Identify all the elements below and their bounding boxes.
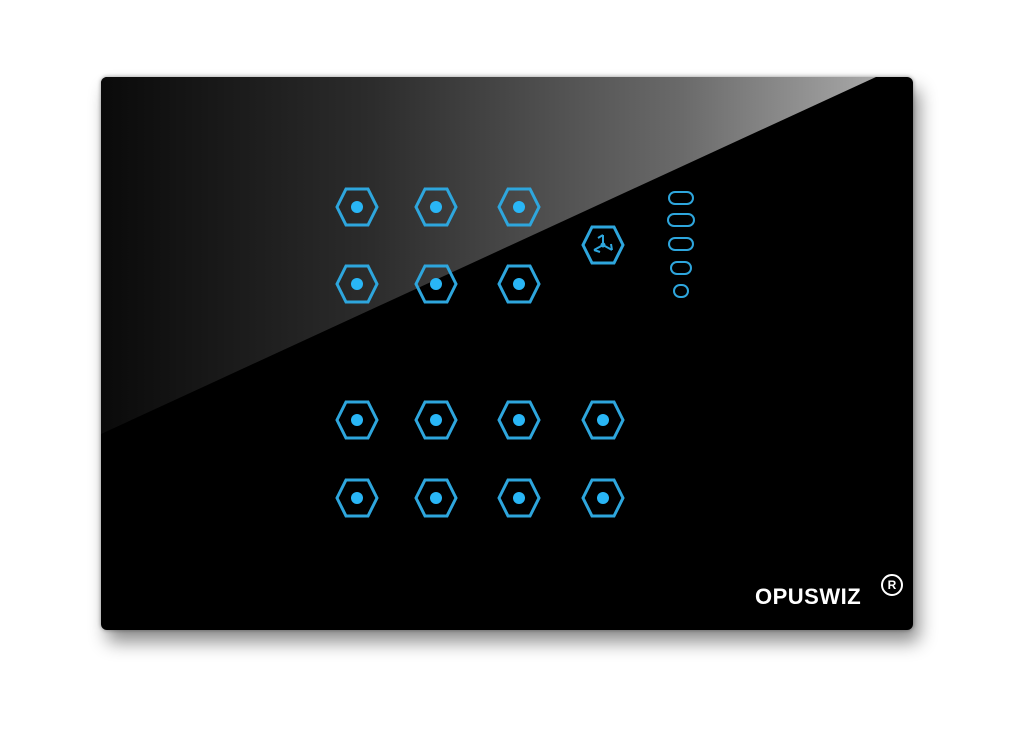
touch-button-2[interactable]: [414, 187, 458, 227]
registered-mark: R: [881, 574, 903, 596]
fan-speed-level-5[interactable]: [668, 191, 694, 205]
fan-speed-level-1[interactable]: [673, 284, 689, 298]
touch-button-4[interactable]: [335, 264, 379, 304]
touch-button-8[interactable]: [414, 400, 458, 440]
touch-button-11[interactable]: [335, 478, 379, 518]
touch-button-14[interactable]: [581, 478, 625, 518]
touch-button-3[interactable]: [497, 187, 541, 227]
brand-logo: OPUSWIZ: [755, 584, 862, 609]
touch-button-1[interactable]: [335, 187, 379, 227]
fan-icon: [581, 225, 625, 265]
fan-speed-indicator: [665, 191, 697, 298]
fan-button[interactable]: [581, 225, 625, 265]
touch-button-6[interactable]: [497, 264, 541, 304]
touch-button-10[interactable]: [581, 400, 625, 440]
touch-button-12[interactable]: [414, 478, 458, 518]
fan-speed-level-4[interactable]: [667, 213, 695, 227]
fan-speed-level-2[interactable]: [670, 261, 692, 275]
glass-glare: [101, 77, 876, 434]
touch-button-13[interactable]: [497, 478, 541, 518]
fan-speed-level-3[interactable]: [668, 237, 694, 251]
touch-button-9[interactable]: [497, 400, 541, 440]
touch-button-5[interactable]: [414, 264, 458, 304]
touch-switch-panel: OPUSWIZ R: [101, 77, 913, 630]
touch-button-7[interactable]: [335, 400, 379, 440]
